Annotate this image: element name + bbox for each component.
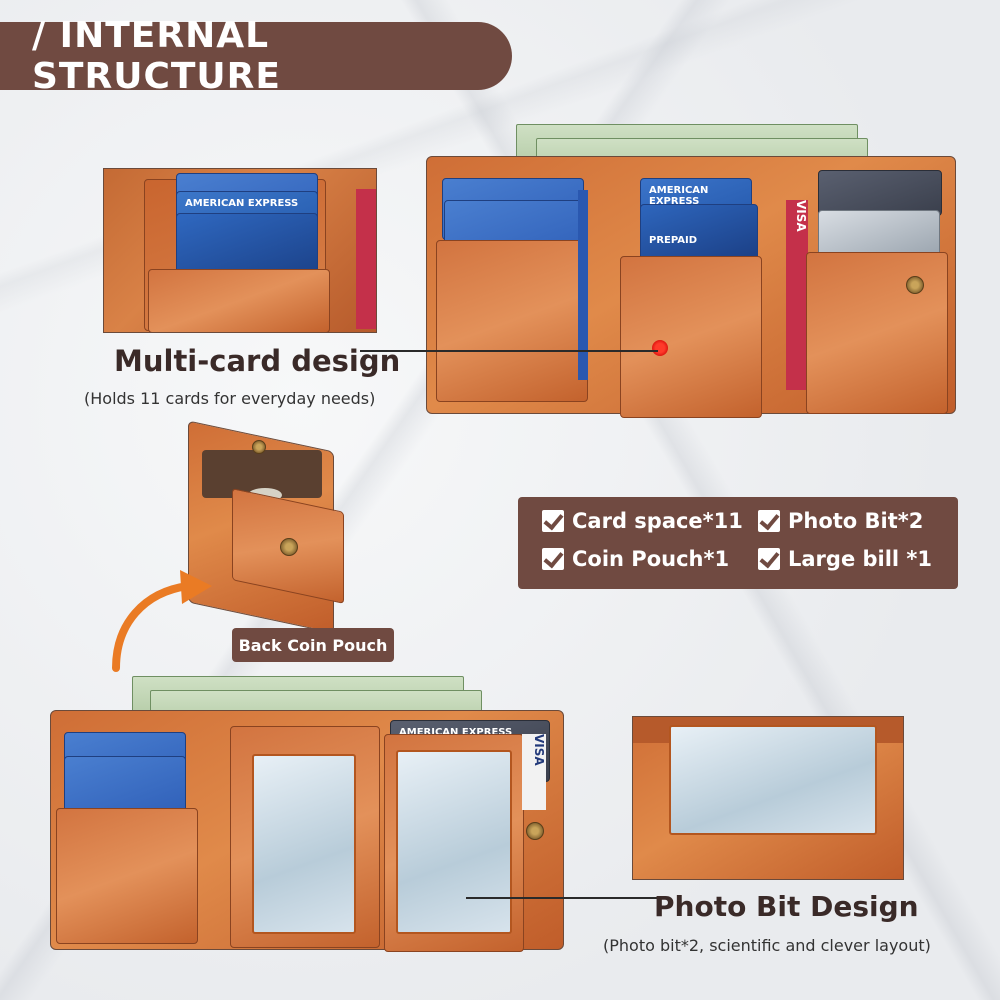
check-icon	[542, 548, 564, 570]
card-edge	[578, 190, 588, 380]
check-icon	[758, 510, 780, 532]
amex-card-text: AMERICAN EXPRESS	[185, 198, 299, 209]
feature-item: Coin Pouch*1	[542, 547, 729, 571]
back-coin-pouch-label: Back Coin Pouch	[238, 635, 388, 655]
snap-button	[280, 538, 298, 556]
red-card-edge	[356, 189, 376, 329]
amex-card-text: AMERICAN EXPRESS	[649, 185, 709, 207]
photo-bit-subtitle: (Photo bit*2, scientific and clever layo…	[603, 936, 931, 955]
multi-card-title: Multi-card design	[114, 344, 401, 378]
trifold-wallet-bottom: AMERICAN EXPRESS VISA	[50, 674, 566, 954]
snap-button	[906, 276, 924, 294]
prepaid-card-text: PREPAID	[649, 235, 698, 246]
section-title-banner: / INTERNAL STRUCTURE	[0, 15, 512, 97]
photo-window	[396, 750, 512, 934]
middle-pocket	[620, 256, 762, 418]
trifold-wallet-top: AMERICAN EXPRESS PREPAID VISA	[426, 120, 956, 420]
photo-window	[669, 725, 877, 835]
feature-label: Coin Pouch*1	[572, 547, 730, 571]
front-pocket	[148, 269, 330, 332]
visa-text: VISA	[532, 734, 546, 766]
feature-item: Photo Bit*2	[758, 509, 923, 533]
amex-card-text: AMERICAN EXPRESS	[399, 727, 513, 738]
photo-bit-closeup-photo	[632, 716, 904, 880]
photo-bit-title: Photo Bit Design	[654, 890, 919, 923]
left-pocket	[436, 240, 588, 402]
section-title: / INTERNAL STRUCTURE	[32, 15, 281, 97]
card-image	[64, 756, 186, 818]
feature-item: Card space*11	[542, 509, 743, 533]
feature-item: Large bill *1	[758, 547, 932, 571]
snap-button	[526, 822, 544, 840]
back-coin-pouch-tag: Back Coin Pouch	[232, 628, 394, 662]
check-icon	[542, 510, 564, 532]
feature-list-box: Card space*11 Photo Bit*2 Coin Pouch*1 L…	[518, 497, 958, 589]
photo-window	[252, 754, 356, 934]
visa-text: VISA	[794, 200, 808, 232]
check-icon	[758, 548, 780, 570]
feature-label: Large bill *1	[788, 547, 933, 571]
card-image	[818, 210, 940, 258]
snap-button	[252, 440, 266, 454]
callout-line	[466, 897, 660, 899]
right-pocket	[806, 252, 948, 414]
prepaid-card-image: PREPAID	[640, 204, 758, 266]
visa-card-edge: VISA	[522, 734, 546, 810]
card-slot-closeup-photo: AMERICAN EXPRESS	[103, 168, 377, 333]
coin-pouch-wallet	[188, 420, 384, 634]
highlight-dot	[652, 340, 668, 356]
feature-label: Card space*11	[572, 509, 743, 533]
left-pocket	[56, 808, 198, 944]
multi-card-subtitle: (Holds 11 cards for everyday needs)	[84, 389, 376, 408]
callout-line	[360, 350, 658, 352]
visa-card-edge: VISA	[786, 200, 808, 390]
feature-label: Photo Bit*2	[788, 509, 924, 533]
curved-arrow-icon	[112, 570, 212, 672]
